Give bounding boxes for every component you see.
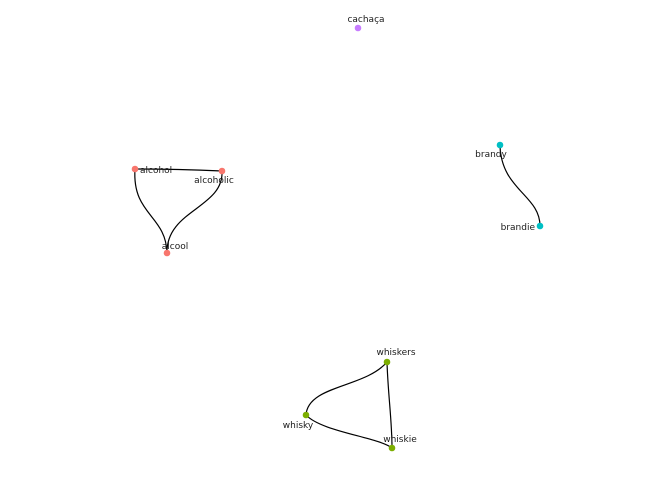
edge-brandy-brandie	[499, 144, 541, 227]
edges-layer	[134, 144, 541, 449]
edge-alcohol-alcool	[134, 168, 168, 254]
node-brandy	[496, 141, 504, 149]
edge-whiskers-whiskie	[386, 361, 393, 449]
node-label-whisky: whisky	[283, 421, 314, 431]
node-cachaca	[354, 24, 362, 32]
node-label-brandie: brandie	[501, 223, 536, 233]
node-label-whiskers: whiskers	[376, 348, 415, 358]
edge-alcohol-alcoholic	[134, 168, 223, 172]
node-label-brandy: brandy	[475, 150, 507, 160]
nodes-layer	[131, 24, 544, 452]
node-label-alcool: alcool	[162, 242, 188, 252]
node-whiskie	[388, 444, 396, 452]
node-label-cachaca: cachaça	[347, 15, 384, 25]
node-whisky	[302, 411, 310, 419]
node-label-alcoholic: alcoholic	[194, 176, 234, 186]
edge-alcoholic-alcool	[166, 170, 223, 254]
node-label-alcohol: alcohol	[140, 166, 172, 176]
edge-whisky-whiskie	[305, 414, 393, 449]
labels-layer: cachaça alcohol alcoholic alcool brandy brand…	[140, 15, 535, 445]
edge-whiskers-whisky	[305, 361, 388, 416]
node-alcohol	[131, 165, 139, 173]
node-alcool	[163, 249, 171, 257]
node-label-whiskie: whiskie	[383, 435, 417, 445]
node-brandie	[536, 222, 544, 230]
node-whiskers	[383, 358, 391, 366]
node-alcoholic	[218, 167, 226, 175]
